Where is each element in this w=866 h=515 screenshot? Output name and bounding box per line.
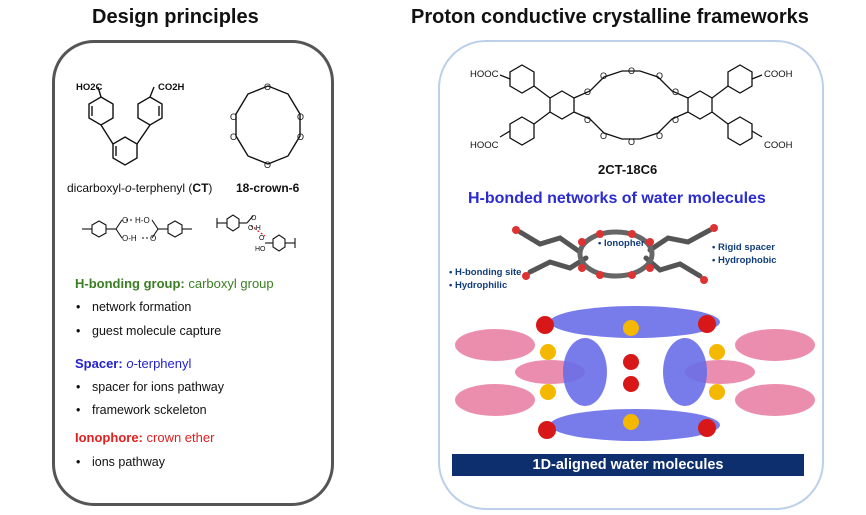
ionophore-item-ions-pathway: ions pathway: [76, 455, 165, 469]
svg-text:O: O: [600, 71, 607, 81]
svg-text:O: O: [600, 131, 607, 141]
design-principles-title: Design principles: [92, 6, 259, 28]
frameworks-title: Proton conductive crystalline frameworks: [411, 6, 809, 28]
design-principles-panel: [52, 40, 334, 506]
stick-model-diagram: [512, 224, 718, 284]
svg-text:O: O: [251, 215, 257, 222]
svg-text:O: O: [672, 87, 679, 97]
cooh-label-top-left: HOOC: [470, 69, 499, 80]
hbond-item-network-formation: network formation: [76, 300, 191, 314]
svg-text:O: O: [150, 234, 156, 243]
cooh-label-top-right: COOH: [764, 69, 793, 80]
svg-text:O: O: [264, 82, 271, 92]
hydrophobic-annotation: • Hydrophobic: [712, 255, 777, 266]
svg-text:O: O: [259, 235, 265, 242]
crown-label: 18-crown-6: [236, 181, 300, 195]
svg-text:O: O: [297, 112, 304, 122]
svg-text:O-H: O-H: [122, 234, 137, 243]
spacer-item-ions-pathway: spacer for ions pathway: [76, 380, 224, 394]
svg-text:H-O: H-O: [135, 216, 150, 225]
ionopher-annotation: • Ionopher: [598, 238, 645, 249]
svg-text:O: O: [656, 71, 663, 81]
svg-text:O: O: [584, 87, 591, 97]
hbond-item-guest-capture: guest molecule capture: [76, 324, 221, 338]
rigid-spacer-annotation: • Rigid spacer: [712, 242, 775, 253]
ct-label: dicarboxyl-o-terphenyl (CT): [67, 181, 213, 195]
svg-text:O: O: [628, 137, 635, 147]
catemer-diagram: O O-H O HO: [216, 214, 296, 253]
svg-text:O: O: [628, 66, 635, 76]
hydrophilic-annotation: • Hydrophilic: [449, 280, 508, 291]
svg-text:O: O: [122, 216, 128, 225]
hbond-group-heading: H-bonding group: carboxyl group: [75, 276, 274, 291]
cooh-label-bottom-right: COOH: [764, 140, 793, 151]
spacer-item-framework-skeleton: framework sckeleton: [76, 403, 207, 417]
svg-text:O: O: [297, 132, 304, 142]
svg-text:O: O: [230, 132, 237, 142]
hbonded-networks-title: H-bonded networks of water molecules: [468, 190, 766, 207]
svg-text:O-H: O-H: [248, 225, 261, 232]
ct-cooh-left-label: HO2C: [76, 82, 103, 93]
svg-text:O: O: [672, 115, 679, 125]
ct-cooh-right-label: CO2H: [158, 82, 185, 93]
molecule-name: 2CT-18C6: [598, 162, 658, 177]
svg-text:O: O: [230, 112, 237, 122]
water-molecules-banner: 1D-aligned water molecules: [452, 454, 804, 476]
ct-structure-diagram: [88, 86, 163, 166]
svg-text:O: O: [656, 131, 663, 141]
cooh-label-bottom-left: HOOC: [470, 140, 499, 151]
svg-text:O: O: [264, 160, 271, 170]
crown-ether-structure-diagram: O O O O O O: [230, 82, 304, 170]
svg-text:O: O: [584, 115, 591, 125]
ionophore-heading: Ionophore: crown ether: [75, 430, 215, 445]
spacer-heading: Spacer: o-terphenyl: [75, 356, 192, 371]
crystal-packing-diagram: [455, 306, 815, 441]
2ct-18c6-structure-diagram: OO OO OO OO OO: [499, 64, 763, 147]
hbonding-site-annotation: • H-bonding site: [449, 267, 522, 278]
svg-text:HO: HO: [255, 246, 266, 253]
